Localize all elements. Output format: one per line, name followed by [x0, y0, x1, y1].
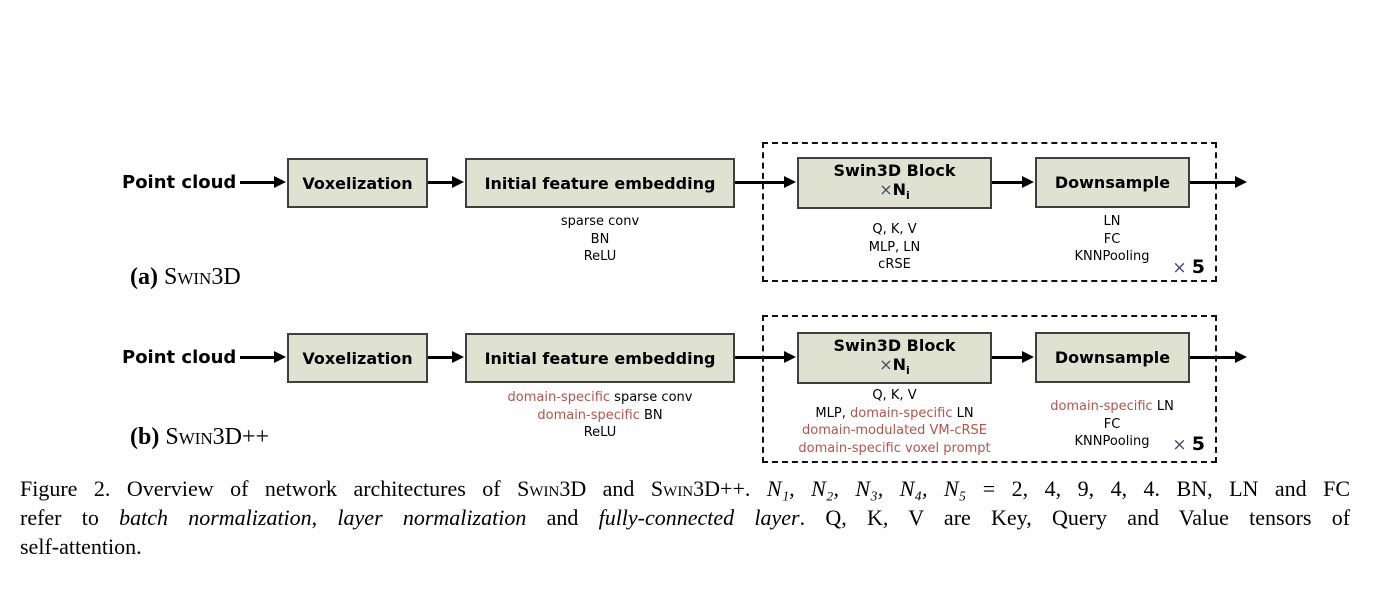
initial-feature-embedding-box: Initial feature embedding [465, 333, 735, 383]
point-cloud-label: Point cloud [122, 347, 237, 368]
figure-caption: Figure 2. Overview of network architectu… [20, 474, 1350, 561]
downsample-ops-list: domain-specific LN FC KNNPooling [1022, 398, 1202, 451]
op-line: sparse conv [560, 214, 640, 229]
point-cloud-label: Point cloud [122, 172, 237, 193]
flow-arrow-icon [992, 176, 1034, 188]
op-line: domain-modulated VM-cRSE [802, 423, 987, 438]
flow-arrow-icon [992, 351, 1034, 363]
flow-arrow-icon [240, 351, 286, 363]
op-line: domain-specific voxel prompt [798, 440, 991, 456]
flow-arrow-icon [428, 351, 464, 363]
times-icon: × [1172, 435, 1187, 455]
downsample-box: Downsample [1035, 157, 1190, 208]
flow-arrow-icon [240, 176, 286, 188]
caption-line-1: Figure 2. Overview of network architectu… [20, 476, 1351, 501]
flow-arrow-icon [735, 176, 796, 188]
op-line: Q, K, V [872, 222, 917, 237]
op-line: KNNPooling [1074, 249, 1150, 264]
op-line: KNNPooling [1074, 434, 1150, 449]
op-line: domain-specific sparse conv [507, 390, 693, 405]
subfigure-b-label: (b) Swin3D++ [130, 424, 270, 450]
op-line: ReLU [583, 249, 617, 264]
flow-arrow-icon [735, 351, 796, 363]
downsample-box-label: Downsample [1054, 173, 1171, 192]
op-line: MLP, LN [868, 239, 921, 255]
downsample-ops-list: LN FC KNNPooling [1022, 213, 1202, 266]
swin3d-block-multiplier: ×Ni [879, 354, 910, 378]
op-line: Q, K, V [872, 388, 917, 403]
caption-line-2: refer to batch normalization, layer norm… [20, 505, 1351, 530]
initial-feature-embedding-label: Initial feature embedding [484, 348, 716, 368]
subfigure-a-label: (a) Swin3D [130, 264, 241, 290]
op-line: LN [1103, 214, 1121, 229]
swin3d-block-ops-list: Q, K, V MLP, LN cRSE [797, 221, 992, 274]
flow-arrow-icon [428, 176, 464, 188]
voxelization-box-label: Voxelization [302, 173, 413, 193]
swin3d-block-ops-list: Q, K, V MLP, domain-specific LN domain-m… [772, 387, 1017, 457]
op-line: FC [1103, 231, 1121, 247]
times-icon: × [879, 179, 893, 199]
caption-line-3: self-attention. [20, 534, 142, 559]
times-icon: × [1172, 258, 1187, 278]
voxelization-box: Voxelization [287, 333, 428, 383]
voxelization-box: Voxelization [287, 158, 428, 208]
repeat-stage-group [762, 315, 1217, 463]
times-icon: × [879, 354, 893, 374]
output-arrow-icon [1190, 176, 1247, 188]
swin3d-block-title: Swin3D Block [833, 160, 956, 180]
op-line: domain-specific LN [1050, 399, 1174, 414]
op-line: cRSE [878, 257, 911, 272]
op-line: FC [1103, 416, 1121, 432]
repeat-multiplier: × 5 [1172, 256, 1205, 278]
downsample-box: Downsample [1035, 332, 1190, 383]
swin3d-block-box: Swin3D Block ×Ni [797, 157, 992, 209]
voxelization-box-label: Voxelization [302, 348, 413, 368]
embedding-ops-list: sparse conv BN ReLU [465, 213, 735, 266]
op-line: MLP, domain-specific LN [815, 405, 974, 421]
op-line: ReLU [583, 425, 617, 440]
op-line: domain-specific BN [537, 407, 663, 423]
initial-feature-embedding-label: Initial feature embedding [484, 173, 716, 193]
embedding-ops-list: domain-specific sparse conv domain-speci… [450, 389, 750, 442]
swin3d-block-box: Swin3D Block ×Ni [797, 332, 992, 384]
downsample-box-label: Downsample [1054, 348, 1171, 367]
swin3d-block-title: Swin3D Block [833, 335, 956, 355]
swin3d-block-multiplier: ×Ni [879, 179, 910, 203]
output-arrow-icon [1190, 351, 1247, 363]
op-line: BN [590, 231, 610, 247]
initial-feature-embedding-box: Initial feature embedding [465, 158, 735, 208]
repeat-stage-group [762, 142, 1217, 282]
repeat-multiplier: × 5 [1172, 433, 1205, 455]
